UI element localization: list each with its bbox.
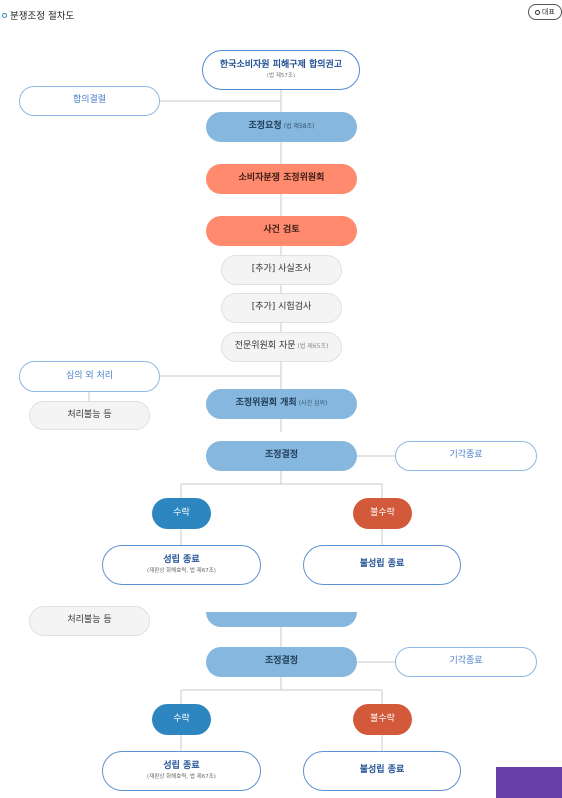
impossible-label: 처리불능 등 [67, 409, 112, 420]
dismissal-node: 기각종료 [395, 441, 537, 471]
failure-end-node: 불성립 종료 [303, 545, 461, 585]
accept-node: 수락 [152, 498, 211, 529]
reject-label-repeat: 불수락 [370, 713, 395, 724]
page-title-text: 분쟁조정 절차도 [10, 11, 75, 22]
committee-meeting-note: (사건 심의) [298, 400, 328, 408]
dispute-committee-label: 소비자분쟁 조정위원회 [238, 173, 325, 184]
dismissal-label: 기각종료 [449, 450, 483, 461]
out-of-scope-node: 심의 외 처리 [19, 361, 160, 392]
committee-meeting-node-partial [206, 612, 357, 627]
reject-label: 불수락 [370, 507, 395, 518]
reject-node: 불수락 [353, 498, 412, 529]
dismissal-node-repeat: 기각종료 [395, 647, 537, 677]
top-button[interactable]: 대표 [528, 4, 562, 20]
success-end-note-repeat: (재판상 화해효력, 법 제67조) [147, 774, 216, 781]
dismissal-label-repeat: 기각종료 [449, 656, 483, 667]
mediation-decision-label-repeat: 조정결정 [264, 656, 299, 667]
accept-label-repeat: 수락 [173, 713, 190, 724]
mediation-request-label: 조정요청 [248, 121, 282, 132]
accept-node-repeat: 수락 [152, 704, 211, 735]
out-of-scope-label: 심의 외 처리 [65, 370, 114, 381]
case-review-node: 사건 검토 [206, 216, 357, 246]
failure-end-label: 불성립 종료 [359, 559, 405, 570]
success-end-node-repeat: 성립 종료 (재판상 화해효력, 법 제67조) [102, 751, 261, 791]
case-review-label: 사건 검토 [263, 225, 300, 236]
success-end-title: 성립 종료 [163, 555, 200, 566]
agreement-failed-node: 합의결렬 [19, 86, 160, 116]
mediation-decision-node: 조정결정 [206, 441, 357, 471]
dispute-committee-node: 소비자분쟁 조정위원회 [206, 164, 357, 194]
success-end-note: (재판상 화해효력, 법 제67조) [147, 568, 216, 575]
consumer-agency-note: (법 제57조) [266, 73, 296, 80]
top-button-label: 대표 [542, 8, 555, 16]
failure-end-node-repeat: 불성립 종료 [303, 751, 461, 791]
expert-advice-note: (법 제65조) [297, 343, 329, 351]
expert-advice-label: 전문위원회 자문 [234, 341, 296, 352]
consumer-agency-title: 한국소비자원 피해구제 합의권고 [219, 60, 343, 71]
expert-advice-node: 전문위원회 자문 (법 제65조) [221, 332, 342, 362]
circle-icon [535, 9, 541, 15]
mediation-decision-label: 조정결정 [264, 450, 299, 461]
fact-check-node: [추가] 사실조사 [221, 255, 342, 285]
bullet-circle-icon [2, 12, 7, 18]
mediation-request-node: 조정요청 (법 제58조) [206, 112, 357, 142]
impossible-label-repeat: 처리불능 등 [67, 615, 112, 626]
test-inspection-node: [추가] 시험검사 [221, 293, 342, 323]
committee-meeting-node: 조정위원회 개최 (사건 심의) [206, 389, 357, 419]
reject-node-repeat: 불수락 [353, 704, 412, 735]
accept-label: 수락 [173, 507, 190, 518]
success-end-title-repeat: 성립 종료 [163, 761, 200, 772]
agreement-failed-label: 합의결렬 [72, 95, 107, 106]
mediation-decision-node-repeat: 조정결정 [206, 647, 357, 677]
success-end-node: 성립 종료 (재판상 화해효력, 법 제67조) [102, 545, 261, 585]
failure-end-label-repeat: 불성립 종료 [359, 765, 405, 776]
impossible-node: 처리불능 등 [29, 401, 150, 430]
corner-purple-block [496, 767, 562, 798]
committee-meeting-label: 조정위원회 개최 [235, 398, 297, 409]
impossible-node-repeat: 처리불능 등 [29, 606, 150, 636]
consumer-agency-node: 한국소비자원 피해구제 합의권고 (법 제57조) [202, 50, 360, 90]
fact-check-label: [추가] 사실조사 [251, 264, 312, 275]
mediation-request-note: (법 제58조) [283, 123, 315, 131]
test-inspection-label: [추가] 시험검사 [251, 302, 312, 313]
page-title: 분쟁조정 절차도 [2, 8, 74, 22]
